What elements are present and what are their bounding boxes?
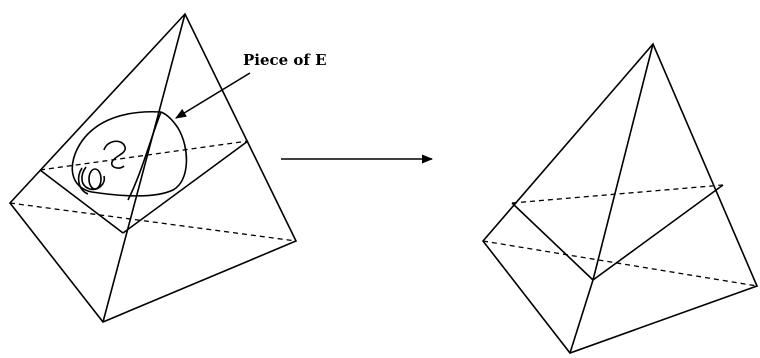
right-tetrahedron — [481, 42, 759, 354]
left-tetrahedron — [8, 12, 298, 323]
left-section-hidden-edge — [39, 140, 249, 171]
left-front-edge — [102, 13, 186, 323]
right-front-edge-upper — [592, 43, 654, 281]
left-section-edge-a — [39, 169, 124, 234]
right-section-edge-b — [592, 184, 724, 281]
tube-shape-2 — [81, 166, 106, 191]
annotation-label: Piece of E — [243, 51, 327, 69]
tube-shape-1 — [103, 140, 126, 169]
right-section-hidden-edge — [511, 184, 724, 204]
piece-of-e-loop — [71, 110, 188, 197]
left-hidden-edge — [9, 202, 297, 242]
piece-of-e-fold — [127, 111, 162, 201]
tube-shape-4 — [77, 167, 89, 195]
right-front-edge-lower — [569, 279, 594, 354]
tube-shape-3 — [88, 168, 102, 190]
annotation-arrow — [175, 72, 251, 119]
right-section-edge-a — [511, 202, 594, 281]
left-section-edge-b — [122, 140, 249, 234]
right-tetrahedron-outline — [481, 42, 759, 354]
right-hidden-edge — [482, 240, 758, 287]
